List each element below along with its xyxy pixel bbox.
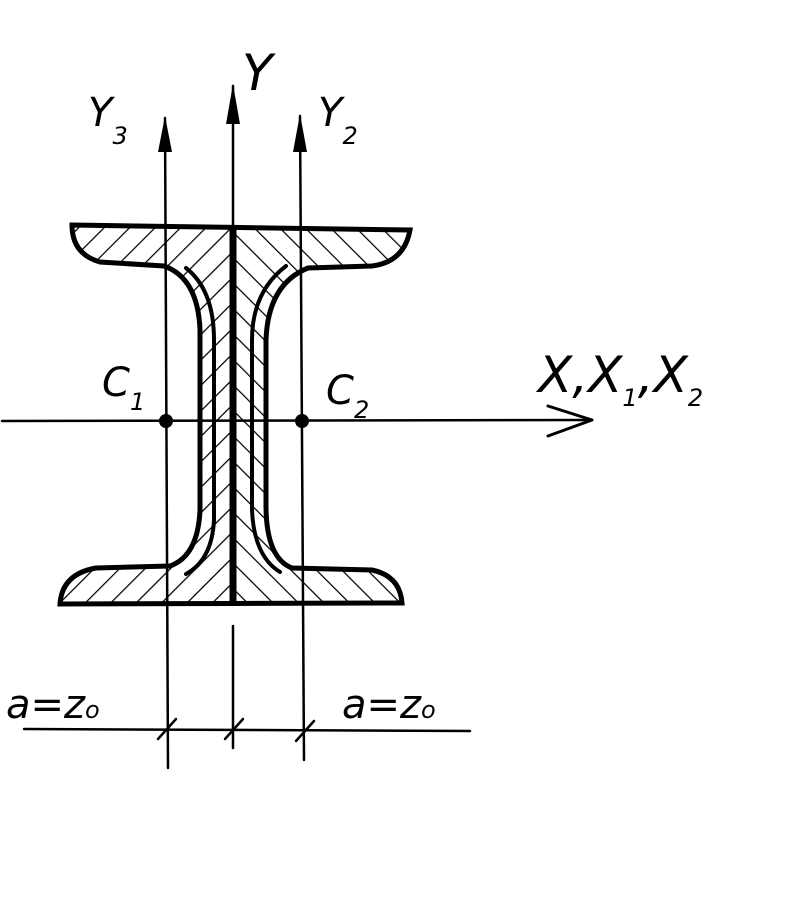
point-c2-label: C2	[326, 368, 369, 424]
y-axis	[226, 84, 240, 750]
y3-axis	[158, 116, 172, 770]
dimension-right-label: a=zo	[342, 682, 436, 728]
point-c2	[295, 414, 309, 428]
beam-right-half	[233, 224, 414, 606]
y2-axis-label: Y2	[318, 90, 358, 150]
dimension-line	[22, 717, 472, 743]
point-c1-label: C1	[102, 360, 145, 416]
point-c1	[159, 414, 173, 428]
dimension-left-label: a=zo	[6, 682, 100, 728]
y2-axis	[293, 114, 307, 762]
x-axis-label: X,X1,X2	[535, 346, 703, 412]
y3-axis-label: Y3	[88, 90, 128, 150]
y-axis-label: Y	[242, 44, 276, 102]
web-inner-left	[184, 266, 216, 576]
web-inner-right	[250, 264, 288, 574]
beam-left-half	[57, 222, 233, 607]
